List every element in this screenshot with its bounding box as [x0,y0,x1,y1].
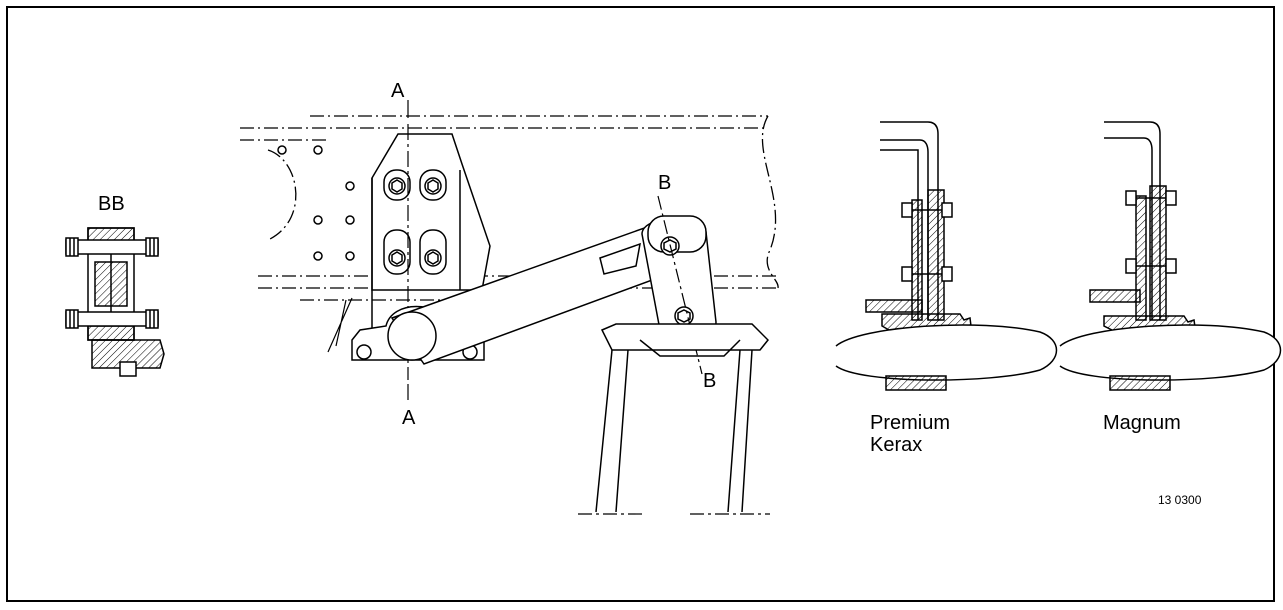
figure-frame [6,6,1275,602]
section-a-bottom-label: A [402,407,416,429]
section-bb-label: BB [98,193,125,215]
section-a-top-label: A [391,80,405,102]
variant-magnum-drawing [1059,121,1282,391]
figure-number: 13 0300 [1158,493,1202,507]
main-assembly-view [240,100,779,515]
section-bb-detail [65,227,165,377]
variant-premium-kerax-label: Premium Kerax [870,412,951,456]
section-b-top-label: B [658,172,672,194]
section-b-bottom-label: B [703,370,717,392]
variant-magnum-label: Magnum [1103,412,1181,434]
variant-premium-kerax-drawing [835,121,1058,391]
